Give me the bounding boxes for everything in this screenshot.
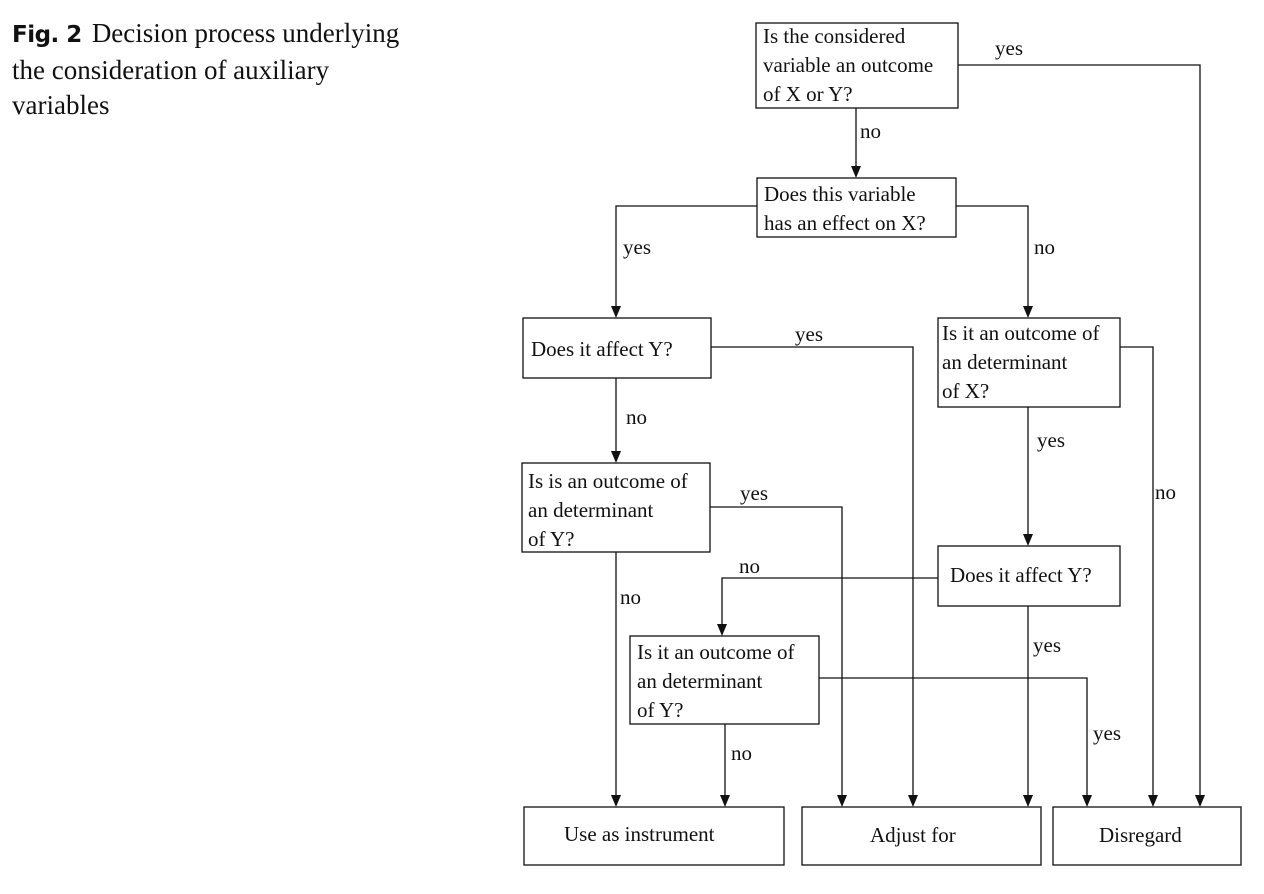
node-line: of X or Y? (763, 82, 853, 106)
node-line: Disregard (1099, 823, 1182, 847)
edge-label: yes (1093, 721, 1121, 745)
arrowhead (611, 795, 621, 807)
edge-labels: yes no yes no yes no yes no yes no no ye… (620, 36, 1176, 765)
node-line: Is it an outcome of (942, 321, 1099, 345)
node-affect-y-left: Does it affect Y? (522, 317, 712, 379)
edge-label: no (620, 585, 641, 609)
node-outcome-det-x: Is it an outcome of an determinant of X? (937, 317, 1121, 408)
arrowhead (1023, 534, 1033, 546)
node-outcome-det-y-mid: Is it an outcome of an determinant of Y? (629, 635, 820, 725)
figure-label: Fig. 2 (12, 22, 82, 48)
edge-label: no (1155, 480, 1176, 504)
node-line: has an effect on X? (764, 211, 926, 235)
node-line: of X? (942, 379, 989, 403)
connectors (611, 64, 1205, 807)
node-line: variable an outcome (763, 53, 933, 77)
outcome-adjust-for: Adjust for (801, 806, 1042, 866)
edge-label: no (731, 741, 752, 765)
edge-label: no (1034, 235, 1055, 259)
node-line: an determinant (528, 498, 654, 522)
edge-label: no (860, 119, 881, 143)
node-line: Is is an outcome of (528, 469, 688, 493)
node-affect-y-right: Does it affect Y? (937, 545, 1121, 607)
arrowhead (1082, 795, 1092, 807)
arrowhead (717, 624, 727, 636)
node-line: Is the considered (763, 24, 906, 48)
arrowhead (611, 306, 621, 318)
node-outcome-det-y-left: Is is an outcome of an determinant of Y? (521, 462, 711, 553)
arrowhead (1148, 795, 1158, 807)
node-outcome-xy: Is the considered variable an outcome of… (755, 22, 959, 109)
edge-outcome-det-x-no (1120, 346, 1154, 797)
arrowhead (720, 795, 730, 807)
node-line: an determinant (942, 350, 1068, 374)
node-line: Use as instrument (564, 822, 715, 846)
edge-outcome-det-y-mid-yes (819, 677, 1088, 797)
node-line: an determinant (637, 669, 763, 693)
arrowhead (837, 795, 847, 807)
arrowhead (1195, 795, 1205, 807)
node-effect-x: Does this variable has an effect on X? (756, 177, 957, 238)
edge-affect-y-right-no (721, 577, 938, 626)
node-line: Is it an outcome of (637, 640, 794, 664)
edge-label: yes (1037, 428, 1065, 452)
arrowhead (851, 166, 861, 178)
caption-text: Decision process underlying the consider… (12, 18, 400, 120)
edge-label: no (739, 554, 760, 578)
edge-outcome-xy-yes (958, 64, 1201, 797)
node-line: Adjust for (870, 823, 956, 847)
arrowhead (1023, 795, 1033, 807)
edge-label: yes (795, 322, 823, 346)
node-line: Does it affect Y? (531, 337, 673, 361)
arrowhead (1023, 306, 1033, 318)
outcome-use-as-instrument: Use as instrument (523, 806, 785, 866)
node-line: of Y? (637, 698, 683, 722)
outcome-disregard: Disregard (1052, 806, 1242, 866)
arrowhead (908, 795, 918, 807)
edge-effect-x-yes (615, 205, 757, 308)
edge-effect-x-no (956, 205, 1029, 308)
edge-label: yes (623, 235, 651, 259)
edge-label: yes (995, 36, 1023, 60)
edge-label: yes (740, 481, 768, 505)
node-line: Does this variable (764, 182, 916, 206)
edge-label: yes (1033, 633, 1061, 657)
node-line: of Y? (528, 527, 574, 551)
node-line: Does it affect Y? (950, 563, 1092, 587)
edge-affect-y-left-yes (711, 346, 914, 797)
edge-label: no (626, 405, 647, 429)
arrowhead (611, 451, 621, 463)
edge-outcome-det-y-left-yes (710, 506, 843, 797)
